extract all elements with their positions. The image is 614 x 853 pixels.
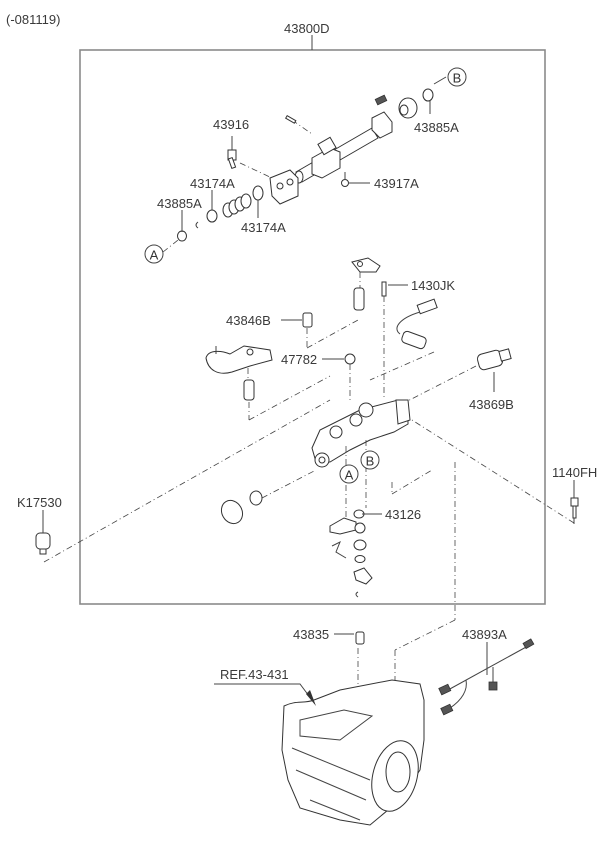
plunger-left bbox=[243, 379, 255, 401]
part-label-43885A-top[interactable]: 43885A bbox=[414, 120, 459, 135]
part-label-43916[interactable]: 43916 bbox=[213, 117, 250, 132]
oil-seal bbox=[220, 499, 244, 525]
part-label-43885A-left[interactable]: 43885A bbox=[157, 196, 202, 211]
guide-seal bbox=[261, 469, 317, 499]
date-code: (-081119) bbox=[6, 12, 61, 27]
spring bbox=[222, 193, 252, 218]
washer-43174A-left bbox=[206, 209, 218, 223]
sensor-with-wire bbox=[369, 298, 438, 381]
bolt-43917A bbox=[341, 172, 349, 187]
svg-text:A: A bbox=[345, 468, 354, 483]
lever-small bbox=[353, 567, 373, 585]
leader-callout-B-top bbox=[433, 76, 447, 85]
part-label-43174A-right[interactable]: 43174A bbox=[241, 220, 286, 235]
clip-small bbox=[355, 591, 359, 598]
assembly-frame bbox=[79, 49, 546, 605]
wire-harness-43893A bbox=[438, 638, 535, 716]
bearing bbox=[353, 539, 367, 551]
bolt-43916 bbox=[227, 149, 273, 179]
part-K17530-shape bbox=[35, 510, 51, 555]
retainer-clip bbox=[331, 540, 347, 559]
sleeve bbox=[354, 522, 366, 534]
part-label-1430JK[interactable]: 1430JK bbox=[411, 278, 456, 293]
bolt-47782 bbox=[344, 353, 356, 400]
callout-B-body: B bbox=[360, 450, 380, 470]
bushing bbox=[249, 490, 263, 506]
guide-K17530 bbox=[43, 399, 331, 563]
part-label-43800D[interactable]: 43800D bbox=[284, 21, 330, 36]
plunger-top bbox=[353, 287, 365, 311]
part-label-K17530[interactable]: K17530 bbox=[17, 495, 62, 510]
part-label-43174A-left[interactable]: 43174A bbox=[190, 176, 235, 191]
part-1140FH-shape bbox=[570, 480, 579, 524]
lever-bracket bbox=[205, 345, 273, 380]
snap-ring bbox=[195, 221, 199, 229]
valve-body bbox=[311, 399, 411, 468]
part-label-47782[interactable]: 47782 bbox=[281, 352, 318, 367]
plug-43846B bbox=[302, 312, 359, 349]
part-label-43893A[interactable]: 43893A bbox=[462, 627, 507, 642]
shift-fork-block bbox=[269, 169, 299, 205]
ref-leader bbox=[214, 683, 313, 701]
bracket-top bbox=[351, 257, 381, 288]
callout-B-top: B bbox=[447, 67, 467, 87]
part-label-43869B[interactable]: 43869B bbox=[469, 397, 514, 412]
guide-1140FH bbox=[411, 419, 575, 524]
sensor-43869B bbox=[389, 348, 512, 411]
callout-A-top: A bbox=[144, 244, 164, 264]
o-ring-lower bbox=[354, 555, 366, 563]
svg-text:A: A bbox=[150, 248, 159, 263]
reference-label[interactable]: REF.43-431 bbox=[220, 667, 289, 682]
washer-43174A-right bbox=[252, 185, 264, 201]
detent-plate bbox=[329, 517, 357, 535]
svg-text:B: B bbox=[453, 71, 462, 86]
pin-1430JK bbox=[381, 281, 387, 297]
transmission-case bbox=[281, 679, 425, 826]
svg-text:B: B bbox=[366, 454, 375, 469]
part-label-43846B[interactable]: 43846B bbox=[226, 313, 271, 328]
ref-arrow-icon bbox=[306, 690, 316, 706]
part-43835-shape bbox=[334, 631, 365, 645]
part-label-1140FH[interactable]: 1140FH bbox=[552, 465, 598, 480]
part-label-43126[interactable]: 43126 bbox=[385, 507, 422, 522]
part-label-43835[interactable]: 43835 bbox=[293, 627, 330, 642]
bushing-43885A-left bbox=[177, 230, 187, 242]
shift-shaft bbox=[284, 88, 434, 184]
part-label-43917A[interactable]: 43917A bbox=[374, 176, 419, 191]
callout-A-body: A bbox=[339, 464, 359, 484]
